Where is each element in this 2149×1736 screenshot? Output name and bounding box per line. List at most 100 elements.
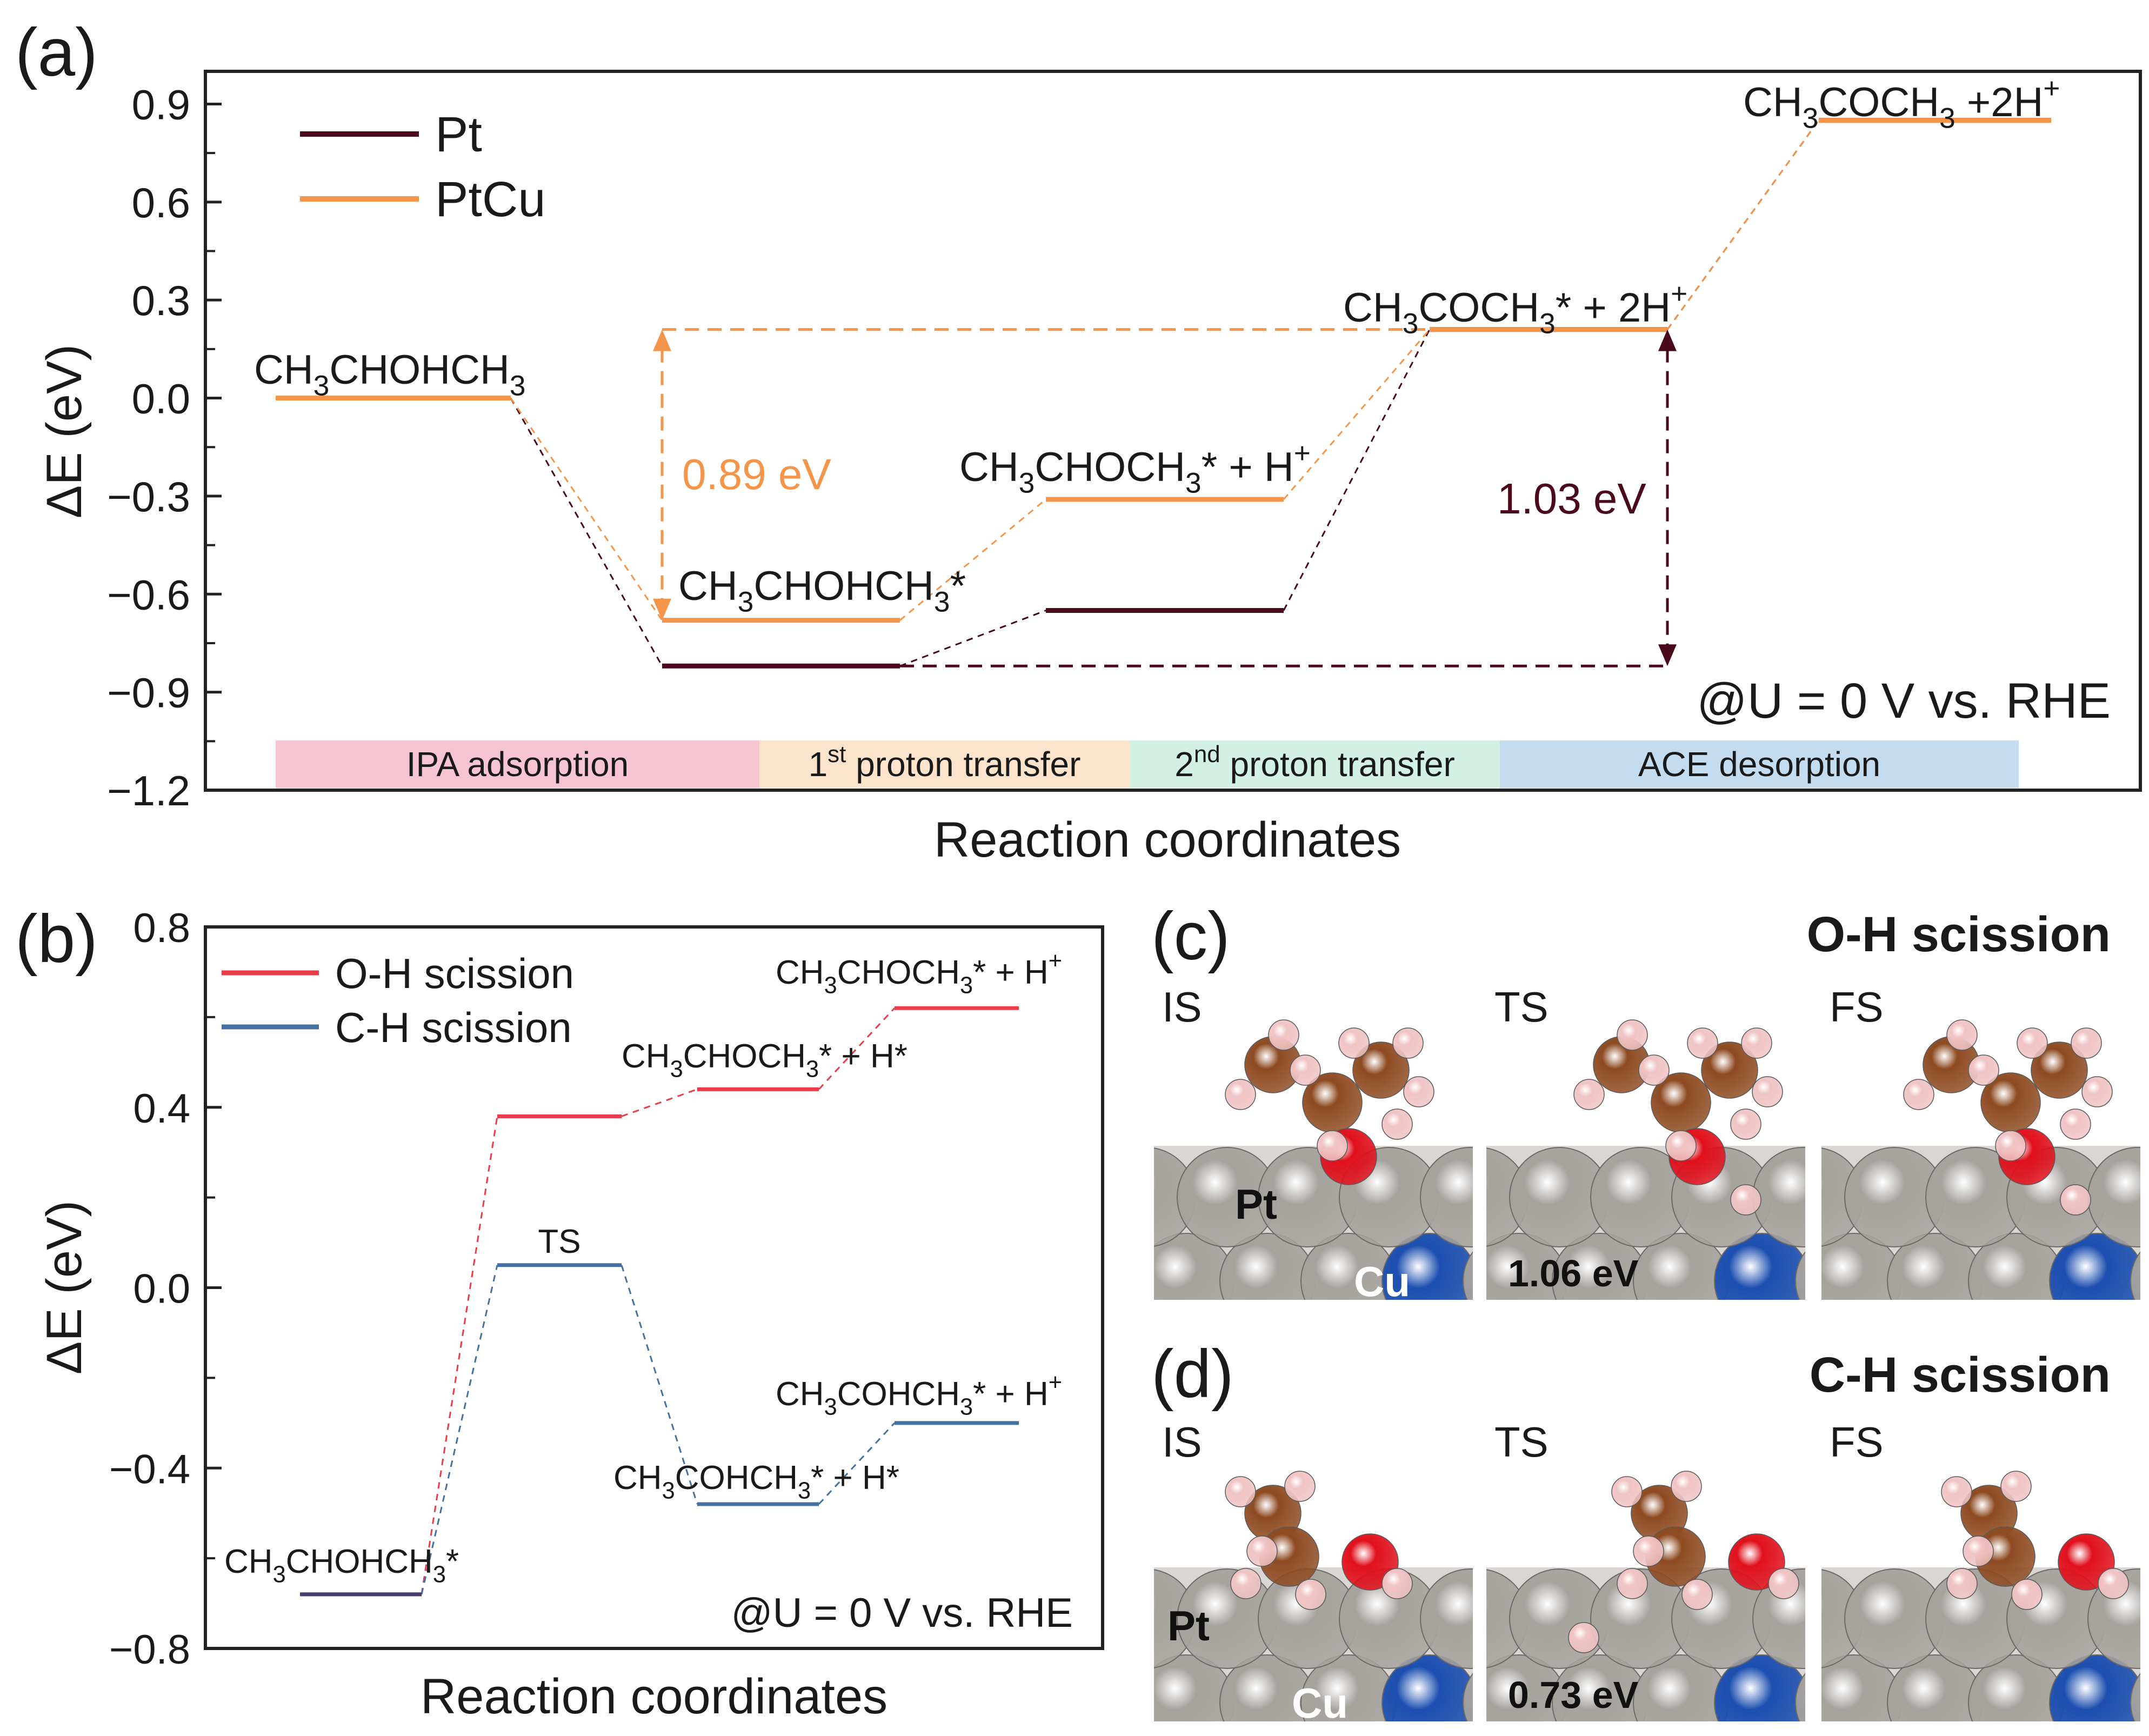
cu-atom-label: Cu: [1292, 1679, 1348, 1727]
structure-title-d: C-H scission: [1810, 1347, 2111, 1403]
label-text: * + H: [1202, 444, 1294, 490]
pt-arrow-head: [1658, 644, 1677, 666]
structure-title-c: O-H scission: [1807, 907, 2111, 962]
tick-label: 0.6: [132, 179, 190, 226]
panel-b-ts-label: TS: [538, 1223, 580, 1260]
label-text: * + H*: [811, 1459, 899, 1497]
superscript: nd: [1194, 741, 1220, 767]
hydrogen-atom: [1671, 1471, 1702, 1502]
label-text: * + H: [973, 954, 1049, 991]
hydrogen-atom: [1568, 1622, 1599, 1653]
subscript: 3: [662, 1478, 675, 1504]
structure-state-label: IS: [1162, 1418, 1202, 1466]
tick-label: −0.9: [107, 669, 190, 717]
stage-bar: [1500, 740, 2019, 788]
hydrogen-atom: [1403, 1076, 1434, 1107]
stage-label-text: 1: [809, 745, 828, 784]
hydrogen-atom: [1617, 1568, 1648, 1599]
hydrogen-atom: [1681, 1579, 1713, 1610]
legend-label-pt: Pt: [435, 107, 482, 162]
panel-b-series: [300, 1006, 1019, 1597]
legend-label-oh: O-H scission: [335, 950, 574, 997]
ptcu-arrow-head: [653, 329, 671, 351]
stage-bar: [1130, 740, 1500, 788]
pt-barrier-annotation: 1.03 eV: [1497, 475, 1646, 523]
panel-label-a: (a): [15, 15, 98, 90]
superscript: +: [1049, 1370, 1062, 1396]
tick-label: 0.0: [132, 375, 190, 423]
pt-atom: [1420, 1147, 1473, 1247]
label-text: COHCH: [837, 1376, 960, 1413]
pt-atom-label: Pt: [1167, 1602, 1210, 1650]
panel-a-xlabel: Reaction coordinates: [934, 812, 1401, 867]
connector-1: [510, 397, 663, 621]
label-text: CH: [1343, 285, 1403, 331]
cu-atom: [2049, 1233, 2140, 1300]
subscript: 3: [510, 370, 526, 402]
pt-arrow-head: [1658, 329, 1677, 351]
subscript: 3: [670, 1056, 683, 1082]
hydrogen-atom: [2017, 1027, 2048, 1059]
connector-0: [510, 397, 663, 667]
pt-atom: [1795, 1673, 1805, 1721]
panel-a-frame: [204, 70, 2142, 792]
stage-bar: [276, 740, 759, 788]
hydrogen-atom: [1617, 1019, 1648, 1051]
tick-label: 0.0: [133, 1266, 190, 1312]
stage-label-text: IPA adsorption: [406, 745, 629, 784]
tick-label: 0.9: [132, 81, 190, 128]
carbon-atom: [1701, 1041, 1758, 1099]
subscript: 3: [1803, 102, 1819, 134]
structure-state-label: IS: [1162, 983, 1202, 1031]
hydrogen-atom: [1946, 1019, 1978, 1051]
pt-atom: [1058, 1655, 1153, 1736]
hydrogen-atom: [2060, 1184, 2091, 1216]
connector-0: [421, 1116, 498, 1595]
label-text: CH: [613, 1459, 662, 1497]
structure-state-label: FS: [1830, 1418, 1884, 1466]
subscript: 3: [1939, 102, 1956, 134]
slab: [1821, 1146, 2140, 1300]
label-text: *: [950, 563, 966, 609]
state-label: CH3CHOCH3* + H*: [622, 1038, 907, 1082]
panel-label-c: (c): [1151, 899, 1230, 974]
state-label: CH3CHOHCH3*: [678, 563, 966, 618]
label-text: CHOCH: [683, 1038, 806, 1075]
label-text: CHOHCH: [329, 347, 510, 393]
panel-a-ylabel: ΔE (eV): [37, 344, 92, 518]
barrier-label: 1.06 eV: [1508, 1252, 1639, 1294]
stage-label-text: proton transfer: [1220, 745, 1455, 784]
label-text: * + H*: [819, 1038, 907, 1075]
subscript: 3: [960, 972, 973, 998]
hydrogen-atom: [1290, 1054, 1321, 1086]
label-text: CH: [776, 954, 824, 991]
ptcu-barrier-annotation: 0.89 eV: [682, 450, 831, 498]
hydrogen-atom: [2098, 1568, 2129, 1599]
panel-label-d: (d): [1151, 1337, 1234, 1412]
subscript: 3: [934, 586, 950, 618]
carbon-atom: [1352, 1041, 1410, 1099]
subscript: 3: [824, 1394, 837, 1420]
hydrogen-atom: [1573, 1079, 1605, 1110]
hydrogen-atom: [1941, 1476, 1972, 1507]
hydrogen-atom: [1225, 1476, 1256, 1507]
tick-label: −1.2: [107, 767, 190, 814]
tick-label: 0.4: [133, 1086, 190, 1132]
panel-a-legend: Pt PtCu: [300, 107, 546, 227]
pt-atom: [1463, 1673, 1473, 1721]
structure-state-label: TS: [1494, 983, 1549, 1031]
legend-label-ch: C-H scission: [335, 1004, 572, 1051]
panel-b-xlabel: Reaction coordinates: [421, 1669, 887, 1724]
hydrogen-atom: [1295, 1579, 1326, 1610]
state-label: CH3CHOCH3* + H+: [776, 948, 1062, 998]
stage-label: 2nd proton transfer: [1174, 741, 1455, 784]
hydrogen-atom: [1963, 1535, 1994, 1567]
hydrogen-atom: [1225, 1079, 1256, 1110]
connector-1: [620, 1265, 698, 1505]
hydrogen-atom: [1633, 1535, 1664, 1567]
subscript: 3: [806, 1056, 819, 1082]
slab: [1486, 1567, 1805, 1721]
